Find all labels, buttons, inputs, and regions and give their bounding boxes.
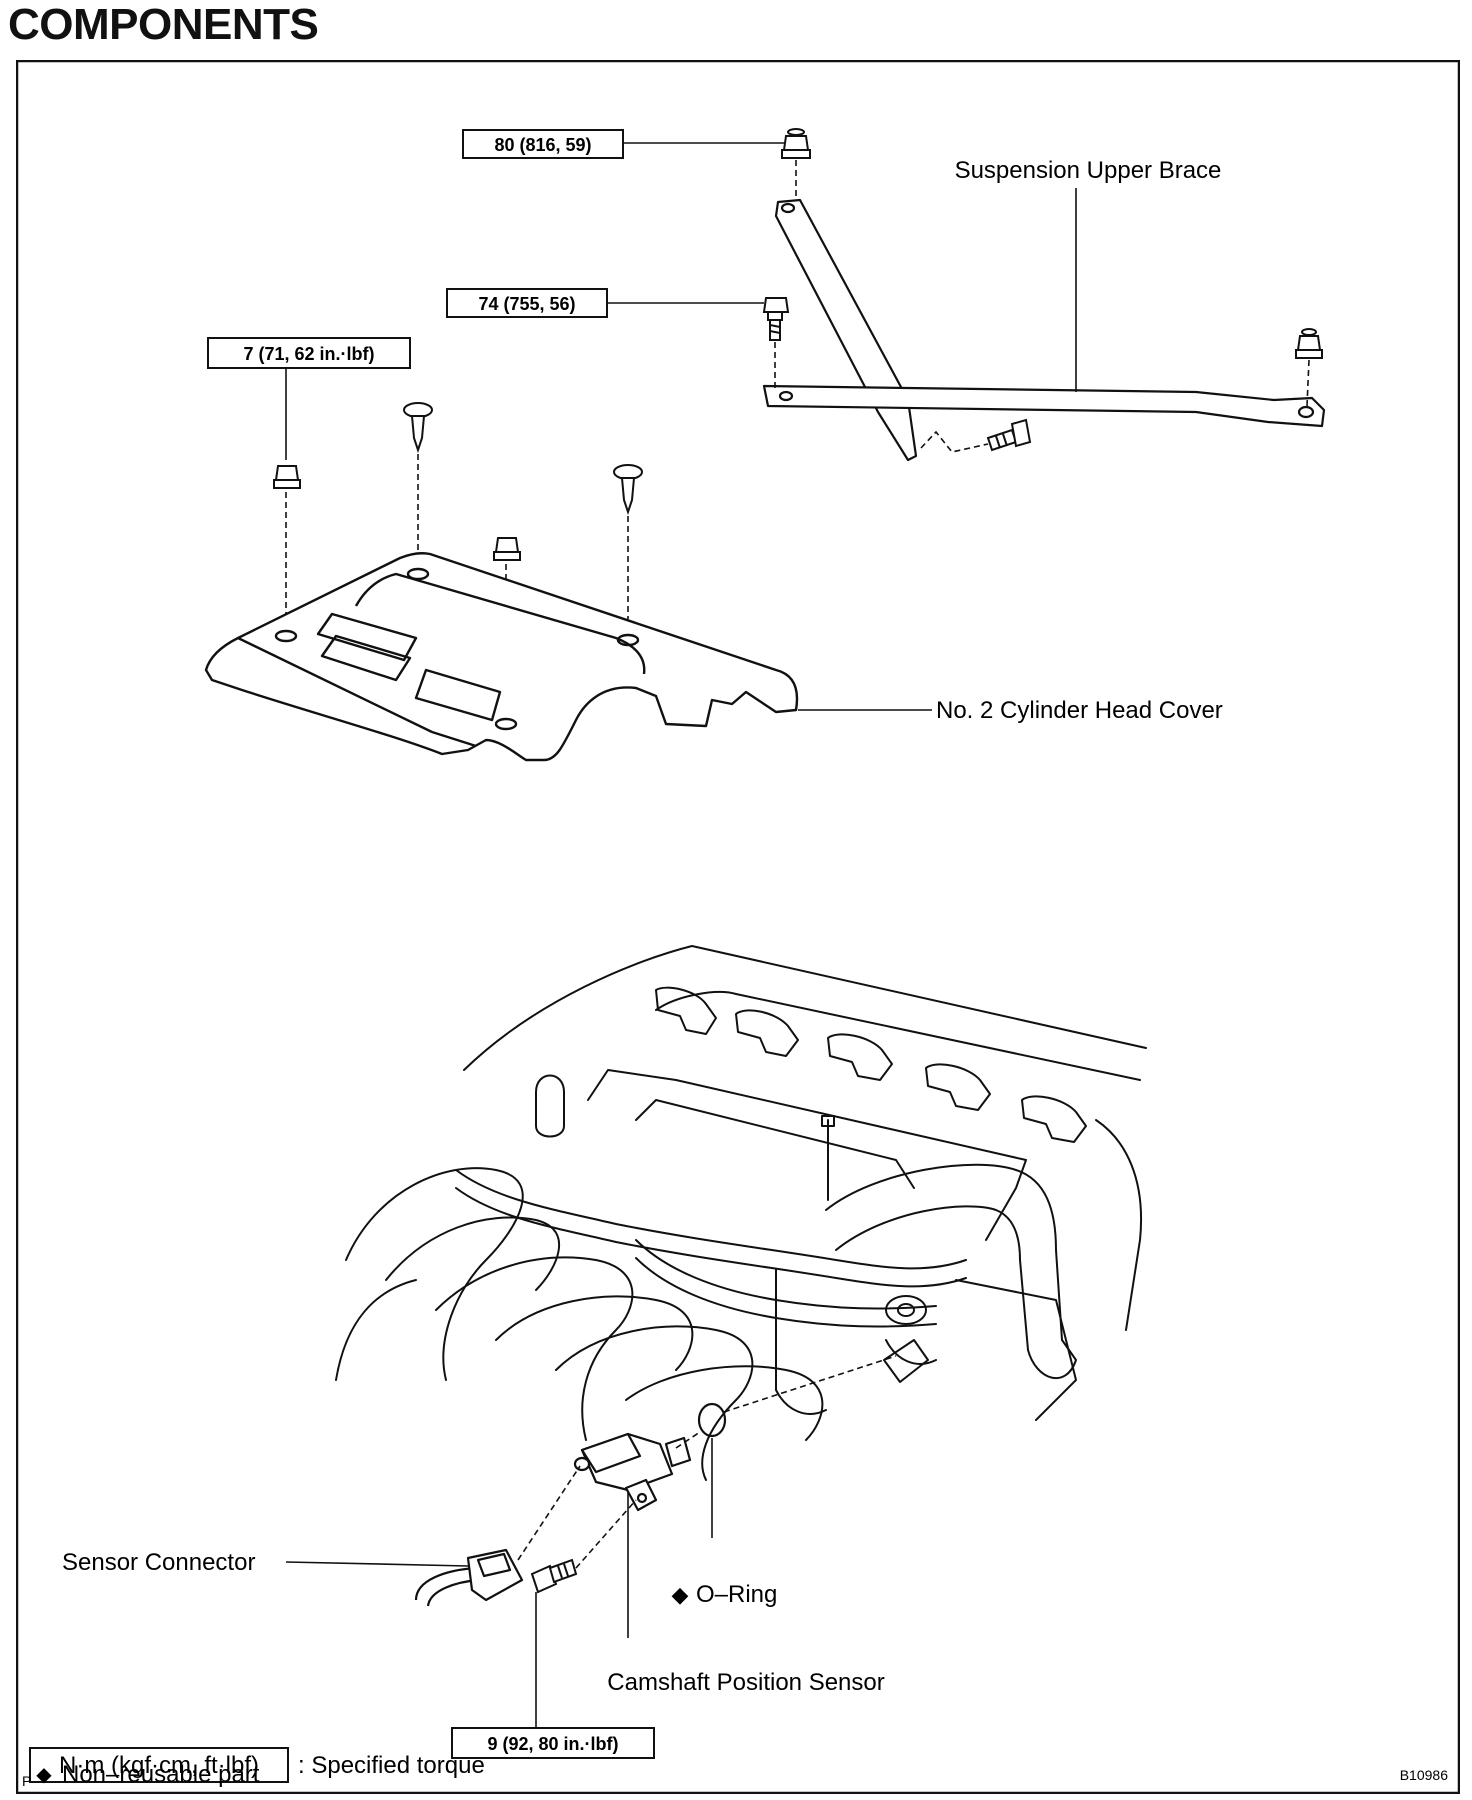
torque-box-cover-nut [207,337,411,369]
o-ring-icon [697,1402,727,1438]
brace-bolt-icon [762,297,790,341]
brace-right-nut-icon [1295,328,1323,359]
torque-brace-bolt: 74 (755, 56) [478,294,575,314]
cover-clip-right-icon [613,464,643,516]
suspension-upper-brace-illustration [762,198,1326,462]
legend-torque-desc: : Specified torque [298,1752,485,1779]
label-camshaft-position-sensor: Camshaft Position Sensor [607,1669,884,1696]
torque-brace-nut: 80 (816, 59) [494,135,591,155]
sensor-connector-illustration [414,1548,524,1607]
label-sensor-connector: Sensor Connector [62,1549,255,1576]
engine-assembly-illustration [335,945,1147,1481]
cover-nut-left-icon [273,465,301,489]
label-suspension-upper-brace: Suspension Upper Brace [955,157,1222,184]
cover-clip-left-icon [403,402,433,454]
diagram-border [16,60,1460,1794]
legend-torque-unit-box [29,1747,289,1783]
label-cylinder-head-cover: No. 2 Cylinder Head Cover [936,697,1223,724]
legend-p-mark: P [22,1773,31,1789]
cover-nut-center-icon [493,537,521,561]
brace-top-nut-icon [781,128,811,159]
torque-cover-nut: 7 (71, 62 in.·lbf) [243,344,374,364]
cylinder-head-cover-illustration [204,552,799,762]
nonreusable-symbol-oring: ◆ [672,1582,689,1607]
torque-box-brace-nut [462,129,624,159]
legend-nonreusable-symbol: ◆ [36,1764,52,1786]
legend-torque-unit: N·m (kgf·cm, ft·lbf) [59,1752,259,1779]
torque-sensor-bolt: 9 (92, 80 in.·lbf) [487,1734,618,1754]
legend-nonreusable-desc: Non–reusable part [62,1761,260,1788]
label-o-ring: O–Ring [696,1581,777,1608]
torque-box-sensor-bolt [451,1727,655,1759]
camshaft-position-sensor-illustration [573,1432,692,1512]
page-title: COMPONENTS [8,0,319,49]
sensor-bolt-icon [530,1558,578,1594]
torque-box-brace-bolt [446,288,608,318]
figure-code: B10986 [1400,1767,1448,1783]
components-diagram: 80 (816, 59) 74 (755, 56) Suspension Upp… [16,60,1460,1794]
brace-side-bolt-icon [986,418,1032,452]
